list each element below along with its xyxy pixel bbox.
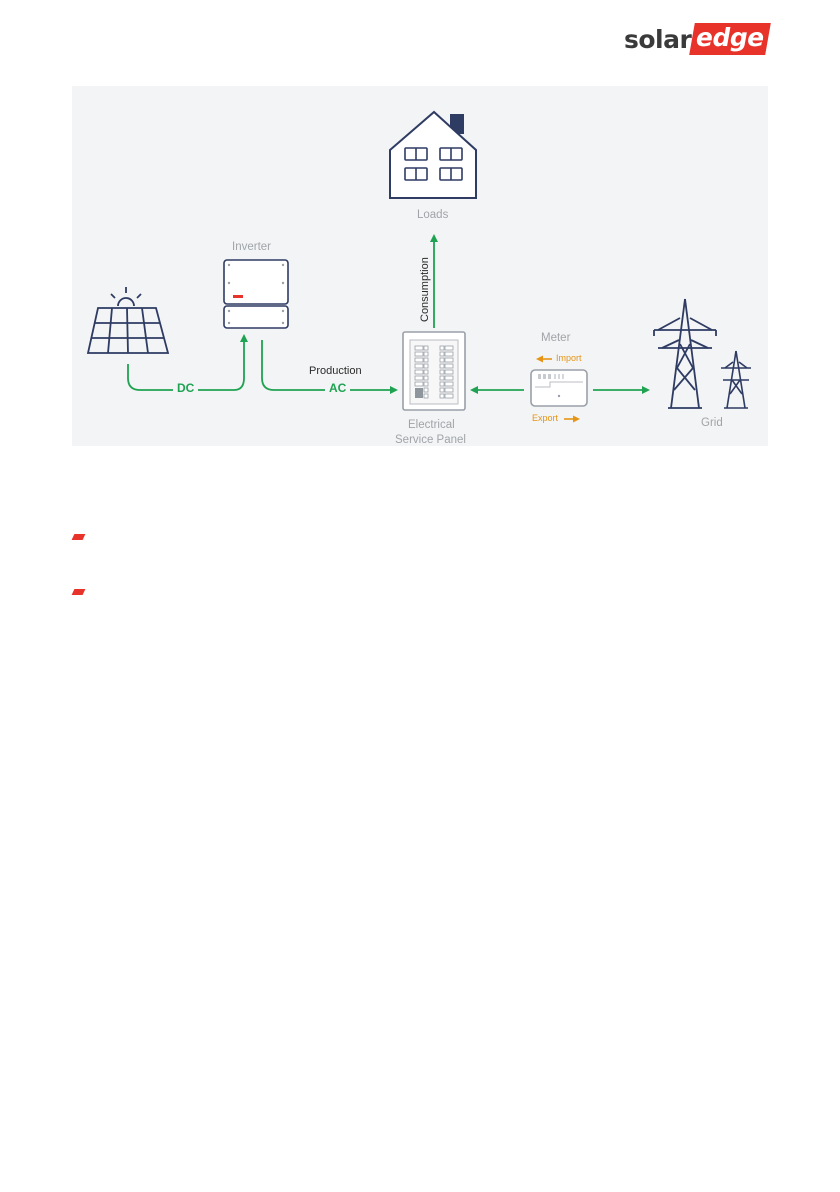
loads-label: Loads <box>417 209 448 221</box>
grid-label: Grid <box>701 417 723 429</box>
meter-icon <box>531 370 587 406</box>
service-panel-icon <box>403 332 465 410</box>
panel-label-line1: Electrical <box>408 419 455 431</box>
logo-text-solar: solar <box>624 25 691 54</box>
solaredge-logo: solar edge <box>624 22 768 56</box>
transmission-tower-icon <box>654 299 716 408</box>
solar-panel-icon <box>88 287 168 353</box>
panel-label-line2: Service Panel <box>395 434 466 446</box>
inverter-icon <box>224 260 288 328</box>
production-label: Production <box>309 365 362 377</box>
bullet-marker <box>72 589 86 595</box>
ac-label: AC <box>325 381 350 395</box>
small-transmission-tower-icon <box>721 351 751 408</box>
export-label: Export <box>532 413 558 423</box>
consumption-label: Consumption <box>419 257 431 322</box>
house-icon <box>390 112 476 198</box>
meter-label: Meter <box>541 332 570 344</box>
dc-label: DC <box>173 381 198 395</box>
bullet-marker <box>72 534 86 540</box>
flow-lines <box>128 236 648 390</box>
system-diagram: Loads Inverter Meter Grid Electrical Ser… <box>72 86 768 446</box>
import-label: Import <box>556 353 582 363</box>
inverter-label: Inverter <box>232 241 271 253</box>
logo-text-edge: edge <box>690 23 771 55</box>
